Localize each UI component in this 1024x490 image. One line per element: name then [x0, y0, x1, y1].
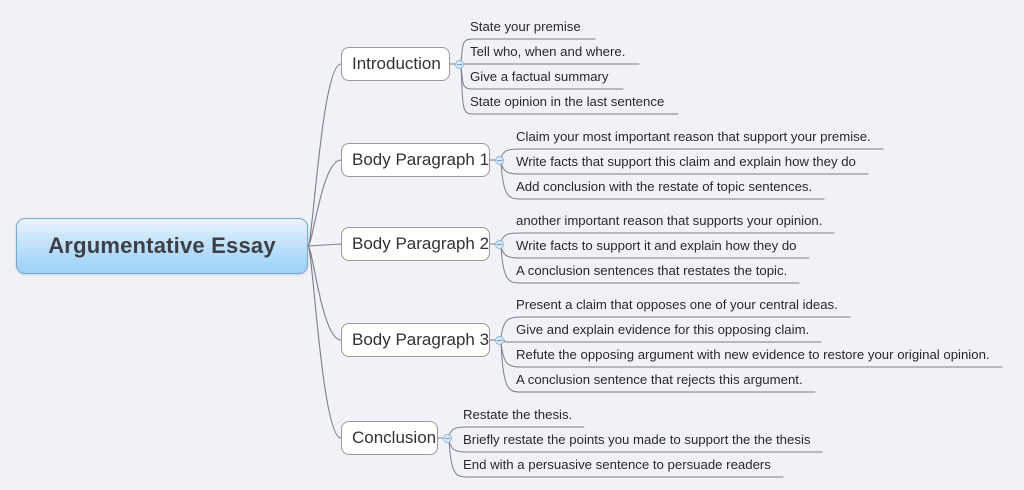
- leaf-item-label: Write facts to support it and explain ho…: [516, 238, 797, 253]
- leaf-item[interactable]: State your premise: [466, 18, 595, 40]
- leaf-item[interactable]: Refute the opposing argument with new ev…: [512, 346, 1002, 368]
- leaf-item-label: State opinion in the last sentence: [470, 94, 665, 109]
- leaf-item[interactable]: Write facts to support it and explain ho…: [512, 237, 809, 259]
- leaf-item-label: Briefly restate the points you made to s…: [463, 432, 811, 447]
- leaf-item-label: Refute the opposing argument with new ev…: [516, 347, 990, 362]
- topic-node[interactable]: Body Paragraph 1: [341, 143, 490, 177]
- leaf-item[interactable]: End with a persuasive sentence to persua…: [459, 456, 783, 478]
- leaf-item-label: Add conclusion with the restate of topic…: [516, 179, 813, 194]
- leaf-item[interactable]: Tell who, when and where.: [466, 43, 639, 65]
- root-node-label: Argumentative Essay: [48, 233, 276, 258]
- leaf-item-label: End with a persuasive sentence to persua…: [463, 457, 771, 472]
- topic-node-label: Body Paragraph 2: [352, 234, 490, 253]
- topic-node[interactable]: Conclusion: [341, 421, 438, 455]
- collapse-handle-icon[interactable]: [455, 59, 464, 69]
- topic-node-label: Body Paragraph 3: [352, 330, 490, 349]
- leaf-item-label: State your premise: [470, 19, 581, 34]
- leaf-item-label: Tell who, when and where.: [470, 44, 626, 59]
- leaf-item[interactable]: Briefly restate the points you made to s…: [459, 431, 822, 453]
- leaf-item[interactable]: Present a claim that opposes one of your…: [512, 296, 850, 318]
- leaf-item[interactable]: State opinion in the last sentence: [466, 93, 678, 115]
- topic-node-label: Body Paragraph 1: [352, 150, 490, 169]
- topic-node-label: Introduction: [352, 54, 441, 73]
- collapse-handle-icon[interactable]: [495, 155, 504, 165]
- leaf-item-label: A conclusion sentences that restates the…: [516, 263, 788, 278]
- collapse-handle-icon[interactable]: [443, 433, 452, 443]
- leaf-item-label: another important reason that supports y…: [516, 213, 823, 228]
- leaf-item-label: Give and explain evidence for this oppos…: [516, 322, 810, 337]
- leaf-item-label: Write facts that support this claim and …: [516, 154, 856, 169]
- collapse-handle-icon[interactable]: [495, 239, 504, 249]
- leaf-item-label: Give a factual summary: [470, 69, 609, 84]
- leaf-item[interactable]: Give a factual summary: [466, 68, 623, 90]
- topic-node[interactable]: Body Paragraph 2: [341, 227, 490, 261]
- root-node[interactable]: Argumentative Essay: [16, 218, 308, 274]
- topic-node[interactable]: Body Paragraph 3: [341, 323, 490, 357]
- leaf-item[interactable]: another important reason that supports y…: [512, 212, 834, 234]
- leaf-item[interactable]: Give and explain evidence for this oppos…: [512, 321, 821, 343]
- leaf-item[interactable]: Write facts that support this claim and …: [512, 153, 868, 175]
- leaf-item[interactable]: Restate the thesis.: [459, 406, 584, 428]
- topic-node[interactable]: Introduction: [341, 47, 450, 81]
- leaf-item-label: A conclusion sentence that rejects this …: [516, 372, 803, 387]
- leaf-item[interactable]: Claim your most important reason that su…: [512, 128, 883, 150]
- leaf-item-label: Restate the thesis.: [463, 407, 573, 422]
- leaf-item-label: Present a claim that opposes one of your…: [516, 297, 838, 312]
- topic-node-label: Conclusion: [352, 428, 437, 447]
- leaf-item-label: Claim your most important reason that su…: [516, 129, 871, 144]
- leaf-item[interactable]: Add conclusion with the restate of topic…: [512, 178, 824, 200]
- leaf-item[interactable]: A conclusion sentences that restates the…: [512, 262, 799, 284]
- leaf-item[interactable]: A conclusion sentence that rejects this …: [512, 371, 815, 393]
- collapse-handle-icon[interactable]: [495, 335, 504, 345]
